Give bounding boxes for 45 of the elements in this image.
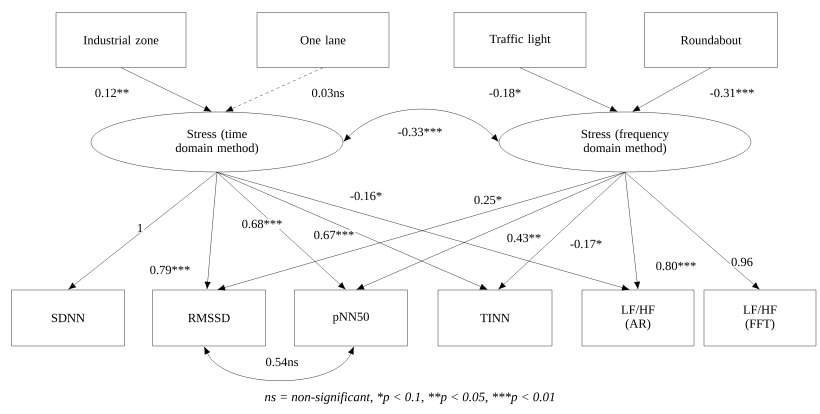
variable-box: LF/HF (FFT) [704, 290, 816, 346]
edge-label: 0.80*** [654, 260, 698, 272]
variable-box: TINN [438, 290, 552, 346]
arrow [204, 346, 354, 381]
edge-label: 1 [136, 222, 144, 234]
edge-label: -0.17* [568, 238, 604, 250]
arrow [632, 68, 712, 112]
edge-label: 0.03ns [310, 88, 346, 98]
variable-box: One lane [256, 12, 390, 68]
variable-box: RMSSD [152, 290, 266, 346]
edge-label: -0.18* [488, 88, 522, 98]
arrow [624, 172, 760, 290]
footnote: ns = non-significant, *p < 0.1, **p < 0.05, ***p < 0.01 [264, 392, 554, 404]
arrow [68, 172, 218, 290]
arrow [356, 172, 626, 290]
edge-label: 0.96 [730, 256, 754, 268]
edge-label: 0.25* [472, 194, 504, 206]
edge-label: 0.43** [506, 232, 542, 244]
edge-label: 0.12** [94, 88, 130, 98]
arrow [226, 68, 324, 112]
arrow [498, 172, 626, 290]
arrow [204, 172, 218, 290]
arrow [120, 68, 212, 112]
edge-label: -0.16* [348, 190, 384, 202]
label: *p < 0.1, [378, 392, 424, 404]
variable-box: Industrial zone [56, 12, 186, 68]
arrow [344, 108, 498, 142]
variable-box: LF/HF (AR) [582, 290, 694, 346]
arrow [520, 68, 618, 112]
edge-label: -0.31*** [708, 88, 756, 98]
variable-box: Roundabout [644, 12, 778, 68]
label: **p < 0.05, [428, 392, 488, 404]
edge-label: 0.67*** [312, 230, 356, 240]
label: ***p < 0.01 [492, 392, 554, 404]
arrow [216, 172, 488, 290]
edge-label: 0.54ns [264, 356, 300, 368]
variable-box: SDNN [11, 290, 125, 346]
arrow [216, 172, 346, 290]
variable-box: pNN50 [294, 290, 408, 346]
arrow [624, 172, 640, 290]
edge-label: 0.68*** [240, 218, 284, 230]
edge-label: 0.79*** [148, 264, 192, 276]
label: ns = non-significant, [264, 392, 372, 404]
variable-box: Traffic light [454, 12, 586, 68]
edge-label: -0.33*** [396, 126, 444, 138]
